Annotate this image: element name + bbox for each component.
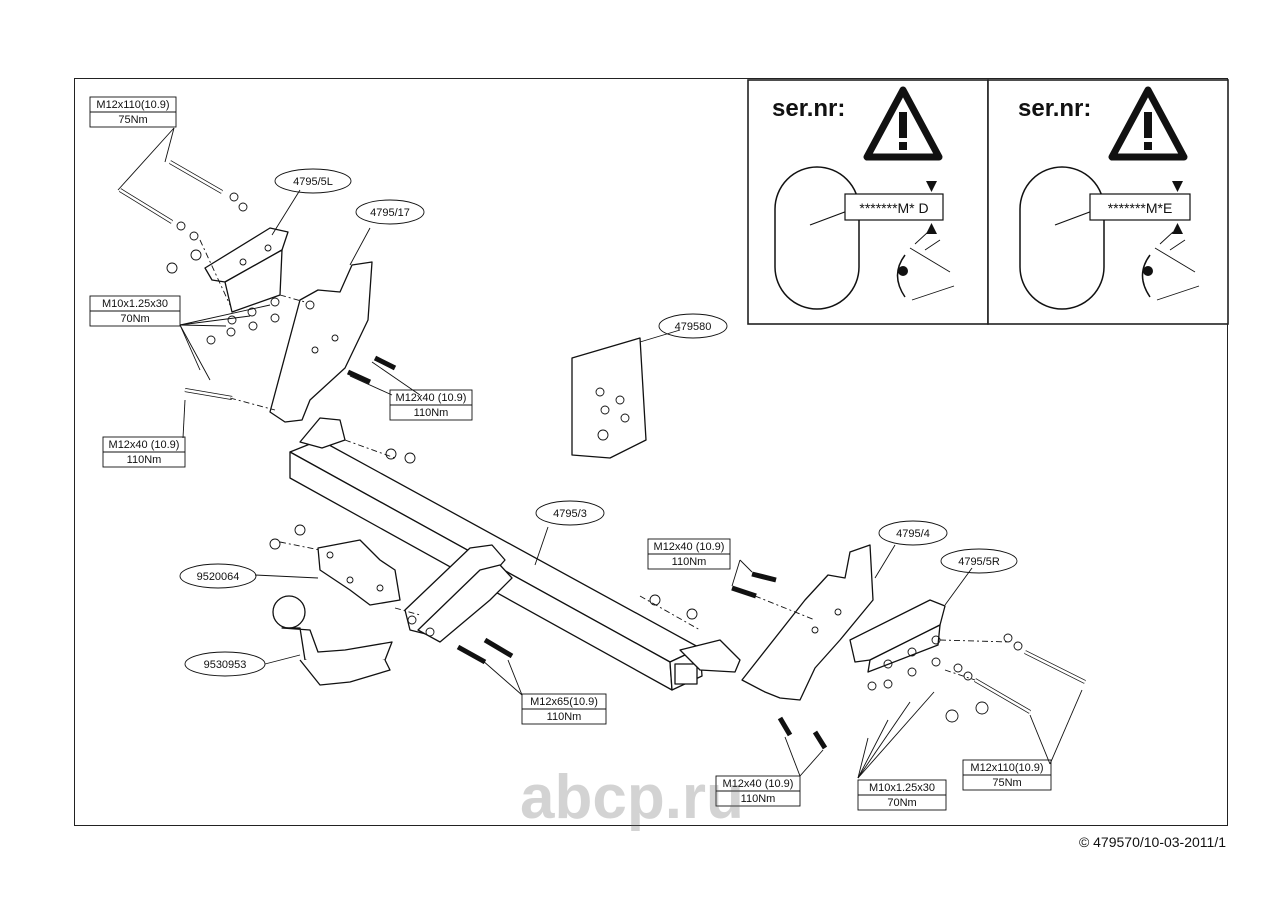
spec-text: M10x1.25x30 (102, 298, 168, 310)
plate-4795-4 (741, 544, 874, 701)
torque-text: 70Nm (887, 797, 916, 809)
svg-text:479580: 479580 (675, 321, 712, 333)
svg-text:9530953: 9530953 (204, 659, 247, 671)
center-bracket (404, 544, 513, 643)
serial-code-d: *******M* D (859, 200, 928, 216)
part-label-4795-3: 4795/3 (535, 500, 605, 526)
serial-panel-e: ser.nr: *******M*E (987, 79, 1229, 325)
svg-text:4795/17: 4795/17 (370, 207, 410, 219)
watermark: abcp.ru (520, 763, 744, 832)
serial-title: ser.nr: (772, 95, 845, 122)
part-label-9530953: 9530953 (184, 651, 266, 677)
eye-icon (1141, 231, 1200, 301)
washers-nuts (166, 192, 1023, 723)
flange-9520064 (317, 539, 401, 606)
serial-panel-d: ser.nr: *******M* D (747, 79, 989, 325)
spec-label-r-m12-40b: M12x40 (10.9) 110Nm (715, 775, 801, 807)
spec-label-l-m12-40: M12x40 (10.9) 110Nm (102, 436, 186, 468)
spec-text: M10x1.25x30 (869, 782, 935, 794)
torque-text: 110Nm (414, 407, 449, 419)
part-label-4795-5R: 4795/5R (940, 548, 1018, 574)
leader-lines (117, 127, 1083, 779)
svg-text:4795/5L: 4795/5L (293, 176, 333, 188)
serial-code-e: *******M*E (1108, 200, 1173, 216)
torque-text: 110Nm (741, 793, 776, 805)
spec-text: M12x110(10.9) (970, 762, 1043, 774)
part-label-4795-4: 4795/4 (878, 520, 948, 546)
serial-title: ser.nr: (1018, 95, 1091, 122)
spec-label-tl: M12x110(10.9) 75Nm (89, 96, 177, 128)
torque-text: 75Nm (118, 114, 147, 126)
towball-9530953 (272, 595, 393, 686)
spec-label-c-m12-40: M12x40 (10.9) 110Nm (389, 389, 473, 421)
spec-label-r-m10: M10x1.25x30 70Nm (857, 779, 947, 811)
svg-text:9520064: 9520064 (197, 571, 240, 583)
eye-icon (896, 231, 955, 301)
torque-text: 75Nm (992, 777, 1021, 789)
spec-label-l-m10: M10x1.25x30 70Nm (89, 295, 181, 327)
spec-text: M12x40 (10.9) (109, 439, 180, 451)
spec-label-r-bolt: M12x110(10.9) 75Nm (962, 759, 1052, 791)
spec-text: M12x110(10.9) (96, 99, 169, 111)
spec-label-m12-65: M12x65(10.9) 110Nm (521, 693, 607, 725)
torque-text: 70Nm (120, 313, 149, 325)
spec-text: M12x65(10.9) (530, 696, 598, 708)
warning-icon (1108, 86, 1188, 161)
torque-text: 110Nm (547, 711, 582, 723)
svg-text:4795/4: 4795/4 (896, 528, 930, 540)
drawing-frame (74, 78, 1228, 826)
svg-text:abcp.ru: abcp.ru (520, 763, 744, 832)
assembly-lines (199, 239, 1011, 681)
bracket-4795-5L (204, 227, 289, 313)
spec-text: M12x40 (10.9) (723, 778, 794, 790)
plate-4795-17 (269, 261, 373, 423)
torque-text: 110Nm (127, 454, 162, 466)
document-footer: © 479570/10-03-2011/1 (1078, 834, 1226, 850)
svg-text:4795/5R: 4795/5R (958, 556, 1000, 568)
svg-text:4795/3: 4795/3 (553, 508, 587, 520)
part-label-4795-5L: 4795/5L (274, 168, 352, 194)
spec-text: M12x40 (10.9) (654, 541, 725, 553)
part-label-9520064: 9520064 (179, 563, 257, 589)
torque-text: 110Nm (672, 556, 707, 568)
part-label-479580: 479580 (658, 313, 728, 339)
spec-label-r-m12-40a: M12x40 (10.9) 110Nm (647, 538, 731, 570)
part-label-4795-17: 4795/17 (355, 199, 425, 225)
cover-479580 (571, 337, 647, 459)
spec-text: M12x40 (10.9) (396, 392, 467, 404)
bolts (118, 160, 1086, 750)
warning-icon (863, 86, 943, 161)
